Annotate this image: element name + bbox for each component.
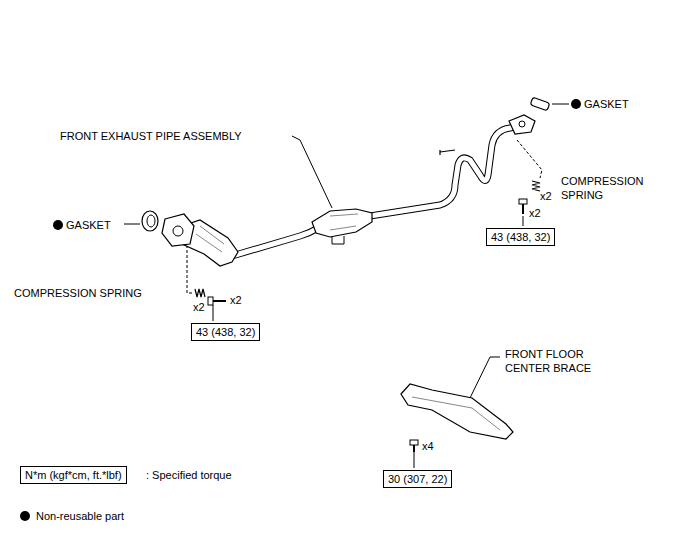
part-label: COMPRESSION SPRING [561,174,661,202]
part-label: x4 [422,439,434,453]
legend-dot [20,511,30,521]
non-reusable-dot [53,220,63,230]
torque-box: 43 (438, 32) [191,323,260,341]
part-label: x2 [193,300,205,314]
bolt [413,445,415,452]
converter [312,209,372,237]
pipe [370,126,518,216]
flange [162,214,194,246]
dashed-line [187,245,194,293]
torque-value: N*m (kgf*cm, ft.*lbf) [25,469,122,481]
leader-line [552,104,569,105]
part-label: COMPRESSION SPRING [14,286,142,300]
part-label: x2 [529,206,541,220]
torque-box: 43 (438, 32) [486,228,555,246]
part-label: FRONT EXHAUST PIPE ASSEMBLY [60,129,242,143]
non-reusable-dot [571,99,581,109]
pipe [232,228,318,256]
torque-value: 43 (438, 32) [491,231,550,243]
bolt [213,300,226,302]
flange-hole [519,121,525,127]
part-label: FRONT FLOOR CENTER BRACE [505,347,605,375]
brace [401,384,513,439]
converter-shading [330,214,358,230]
torque-value: 30 (307, 22) [388,473,447,485]
hanger [440,150,455,155]
part-label: GASKET [584,97,629,111]
bolt [519,199,527,204]
leader-line [292,136,332,208]
pipe [370,126,518,216]
spring [532,181,540,191]
gasket [147,215,155,227]
pipe [232,126,518,256]
gasket [142,211,158,231]
leader-line [523,216,524,226]
gasket [530,97,550,111]
torque-box: 30 (307, 22) [383,470,452,488]
leader-line [414,452,415,468]
bolt [522,204,524,214]
torque-value: 43 (438, 32) [196,326,255,338]
leader-lines [124,104,569,468]
torque-box: N*m (kgf*cm, ft.*lbf) [20,466,127,484]
leader-line [124,224,140,225]
part-label: x2 [540,189,552,203]
part-label: GASKET [66,218,111,232]
leader-line [470,357,500,398]
part-label: x2 [230,293,242,307]
converter-shading [196,226,224,252]
bolt [410,440,418,445]
spring [195,289,205,297]
brace-shading [412,397,500,430]
leader-line [213,305,214,321]
pipe [232,228,318,256]
flange-hole [173,226,183,236]
legend-text: : Specified torque [146,468,232,482]
legend-text: Non-reusable part [36,509,124,523]
bracket [332,236,344,244]
dashed-line [517,140,542,178]
flange [509,115,535,134]
bolt [208,297,213,305]
